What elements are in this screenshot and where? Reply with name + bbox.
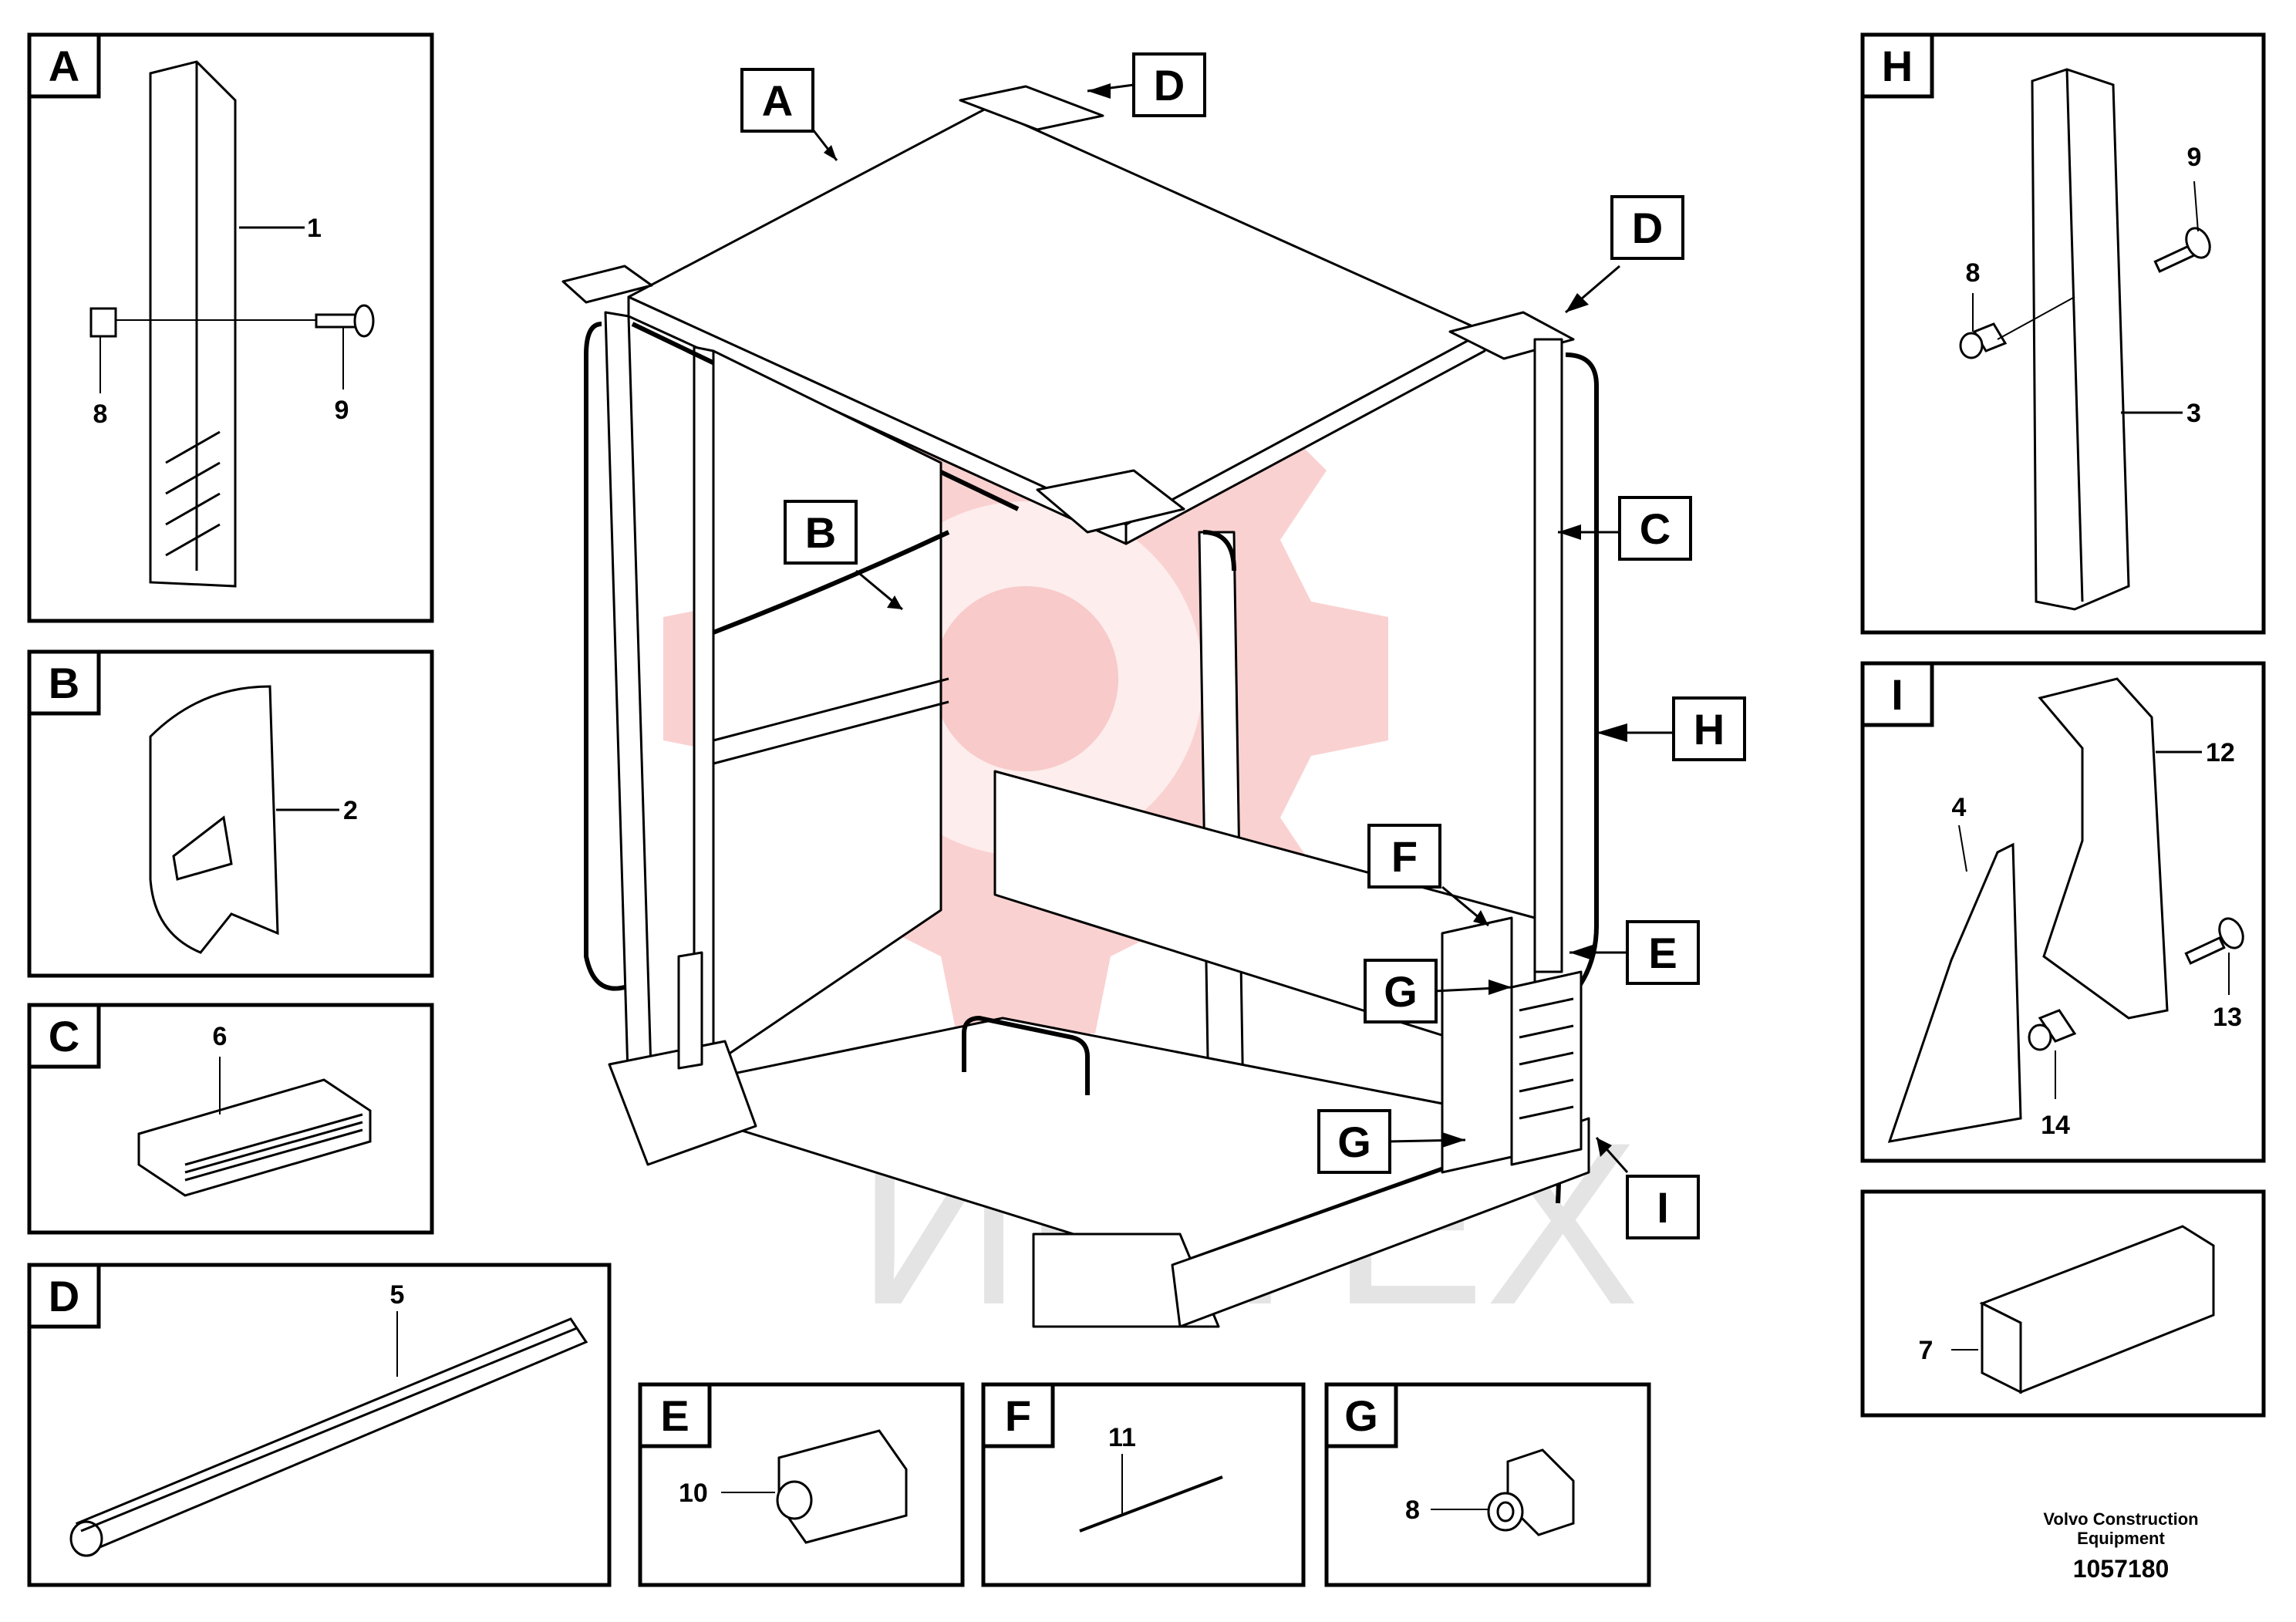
callout-e-label: E: [1648, 929, 1677, 977]
panel-g-number-8: 8: [1405, 1496, 1420, 1525]
nut-i-part: [2028, 1009, 2077, 1051]
panel-c-letter: C: [49, 1012, 79, 1061]
panel-b: B 2: [27, 649, 434, 978]
callout-h-label: H: [1694, 705, 1725, 754]
panel-a: A 1 8 9: [27, 32, 434, 623]
panel-edge-number-7: 7: [1919, 1336, 1934, 1365]
panel-h-number-8: 8: [1966, 258, 1981, 288]
panel-a-number-1: 1: [307, 214, 322, 243]
seal-profile-e-part: [776, 1429, 908, 1544]
trim-cover-part: [149, 685, 279, 954]
panel-c: C 6: [27, 1003, 434, 1235]
panel-b-letter: B: [49, 659, 79, 707]
footer-company-line1: Volvo Construction: [2043, 1509, 2198, 1529]
panel-h-letter: H: [1882, 42, 1913, 90]
screw-part: [315, 304, 375, 338]
panel-d-number-5: 5: [390, 1280, 405, 1310]
filler-panel-part: [1887, 842, 2022, 1143]
panel-h: H 9 8 3: [1860, 32, 2266, 635]
panel-edge-trim: 7: [1860, 1189, 2266, 1418]
callout-h-main: H: [1672, 696, 1746, 761]
panel-d: D 5: [27, 1263, 612, 1587]
callout-f-label: F: [1391, 832, 1418, 881]
callout-g-lower: G: [1317, 1109, 1391, 1174]
panel-g-letter: G: [1344, 1391, 1378, 1440]
panel-i-letter: I: [1891, 670, 1903, 719]
side-trim-part: [149, 60, 237, 588]
edge-trim-part: [1979, 1225, 2215, 1394]
footer-block: Volvo Construction Equipment 1057180: [2043, 1509, 2198, 1583]
panel-f-letter: F: [1005, 1391, 1031, 1440]
callout-a-label: A: [762, 76, 793, 125]
callout-i-label: I: [1657, 1183, 1669, 1232]
panel-e: E 10: [638, 1382, 965, 1587]
clip-nut-part: [1487, 1448, 1575, 1536]
callout-f-main: F: [1367, 824, 1441, 889]
seal-strip-part: [137, 1078, 372, 1197]
callout-b-main: B: [784, 500, 858, 565]
panel-b-number-2: 2: [343, 796, 358, 825]
screw-i-part: [2184, 917, 2244, 965]
panel-f-number-11: 11: [1108, 1423, 1136, 1452]
callout-i-main: I: [1626, 1175, 1700, 1239]
callout-g-upper: G: [1364, 959, 1438, 1023]
callout-d-right: D: [1610, 195, 1684, 260]
pillar-trim-part: [2031, 68, 2130, 611]
callout-c-label: C: [1640, 504, 1671, 553]
panel-a-number-8: 8: [93, 400, 108, 429]
callout-d-top: D: [1132, 52, 1206, 117]
rubber-profile-part: [69, 1317, 588, 1557]
panel-h-number-9: 9: [2187, 143, 2202, 172]
panel-a-letter: A: [49, 42, 79, 90]
panel-i: I 12 4 13 14: [1860, 661, 2266, 1163]
panel-h-number-3: 3: [2186, 399, 2201, 428]
callout-d-top-label: D: [1154, 61, 1185, 110]
panel-g: G 8: [1324, 1382, 1651, 1587]
panel-i-number-14: 14: [2041, 1111, 2070, 1140]
callout-d-right-label: D: [1632, 204, 1663, 252]
watermark-logo-core: [933, 586, 1118, 771]
callout-g-lower-label: G: [1337, 1118, 1371, 1166]
panel-i-number-4: 4: [1952, 793, 1967, 822]
panel-a-number-9: 9: [335, 396, 349, 425]
panel-f: F 11: [981, 1382, 1306, 1587]
footer-company-line2: Equipment: [2077, 1529, 2165, 1548]
nut-part: [89, 307, 117, 338]
nut-h-part: [1959, 322, 2008, 359]
callout-b-label: B: [805, 508, 836, 557]
panel-d-letter: D: [49, 1272, 79, 1320]
panel-c-number-6: 6: [213, 1022, 228, 1051]
footer-drawing-id: 1057180: [2073, 1555, 2170, 1583]
panel-e-letter: E: [660, 1391, 689, 1440]
callout-g-upper-label: G: [1384, 967, 1418, 1016]
callout-e-main: E: [1626, 920, 1700, 985]
cab-frame-drawing: [561, 85, 1599, 1328]
panel-e-number-10: 10: [679, 1479, 708, 1508]
callout-c-main: C: [1618, 496, 1692, 561]
main-callouts: A D D B C H F E: [740, 52, 1746, 1239]
panel-i-number-13: 13: [2213, 1003, 2242, 1032]
callout-a-main: A: [740, 68, 814, 133]
rod-part: [1079, 1475, 1223, 1533]
panel-i-number-12: 12: [2206, 738, 2235, 767]
screw-h-part: [2153, 227, 2211, 273]
side-cover-part: [2038, 677, 2169, 1020]
callout-arrowheads: [824, 83, 1627, 1157]
